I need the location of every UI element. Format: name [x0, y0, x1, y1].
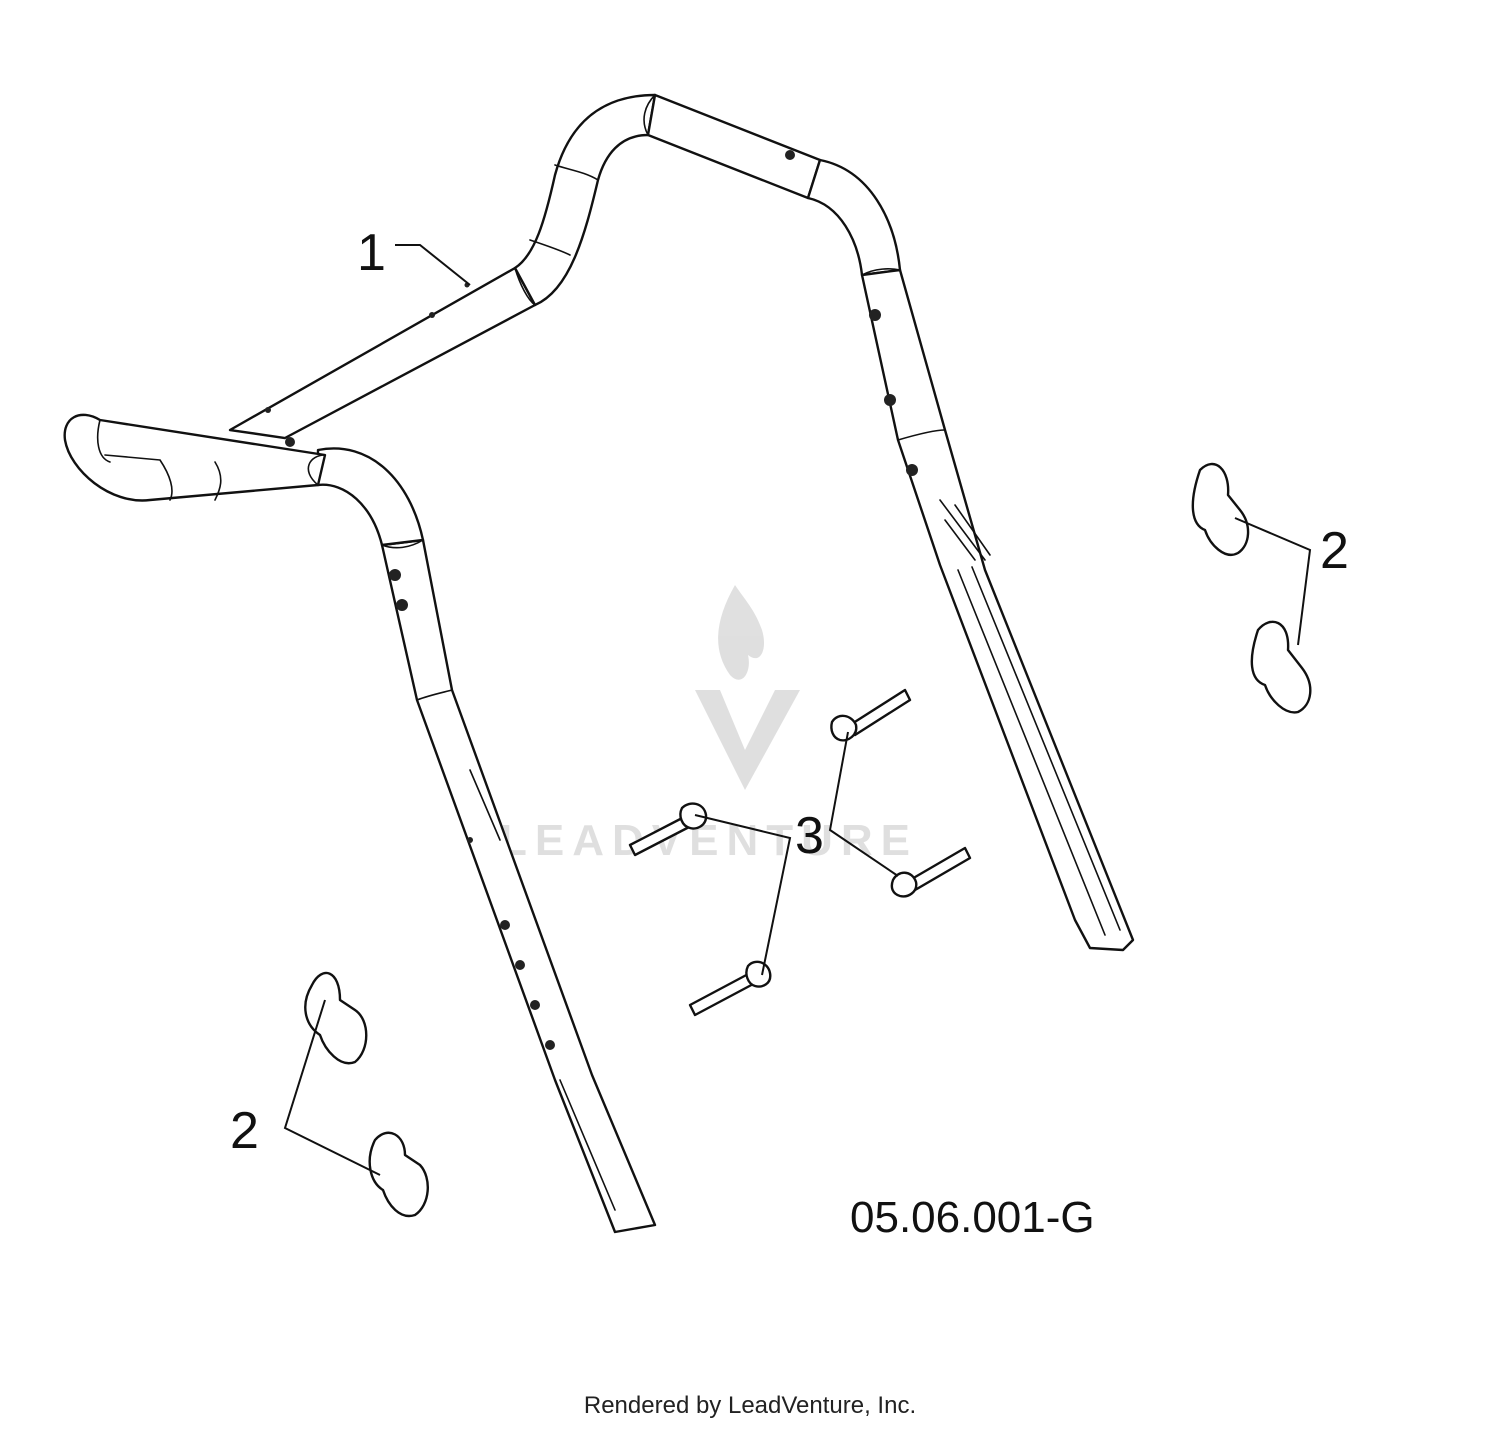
bolt-1 [830, 688, 912, 742]
bolt-part[interactable] [628, 688, 972, 1017]
handle-left-seams [381, 539, 616, 1211]
handle-part[interactable] [63, 93, 1135, 1234]
knob-part-right[interactable] [1191, 463, 1312, 714]
handle-holes [265, 150, 918, 1050]
handle-grip-seam [96, 419, 326, 501]
handle-top-tube [646, 93, 822, 200]
watermark-v-icon [695, 690, 800, 790]
handle-right-arm [860, 268, 1135, 952]
callout-1: 1 [357, 224, 386, 282]
callout-3: 3 [795, 807, 824, 865]
knob-right-upper [1191, 463, 1250, 556]
footer-credit: Rendered by LeadVenture, Inc. [583, 1392, 917, 1419]
knob-left-upper [304, 971, 368, 1065]
bolt-4 [688, 960, 772, 1017]
bolt-2 [628, 802, 708, 857]
knob-left-lower [368, 1131, 429, 1218]
handle-left-bend [316, 447, 425, 547]
handle-grip [63, 413, 327, 502]
handle-right-bend [806, 158, 902, 277]
watermark: LEADVENTURE [500, 585, 918, 865]
watermark-text: LEADVENTURE [500, 816, 918, 865]
handle-center-seams [514, 94, 656, 306]
callout-2-left: 2 [230, 1102, 259, 1160]
figure-code: 05.06.001-G [850, 1193, 1095, 1242]
bolt-3 [890, 846, 972, 898]
handle-right-seams [861, 268, 1121, 936]
callout-2-right: 2 [1320, 522, 1349, 580]
leader-lines [283, 244, 1312, 1176]
watermark-flame-icon [718, 585, 765, 680]
handle-center-bend [513, 93, 657, 307]
knob-part-left[interactable] [304, 971, 429, 1218]
knob-right-lower [1250, 620, 1312, 714]
handle-cross-tube [228, 266, 537, 440]
handle-left-arm [380, 538, 657, 1234]
